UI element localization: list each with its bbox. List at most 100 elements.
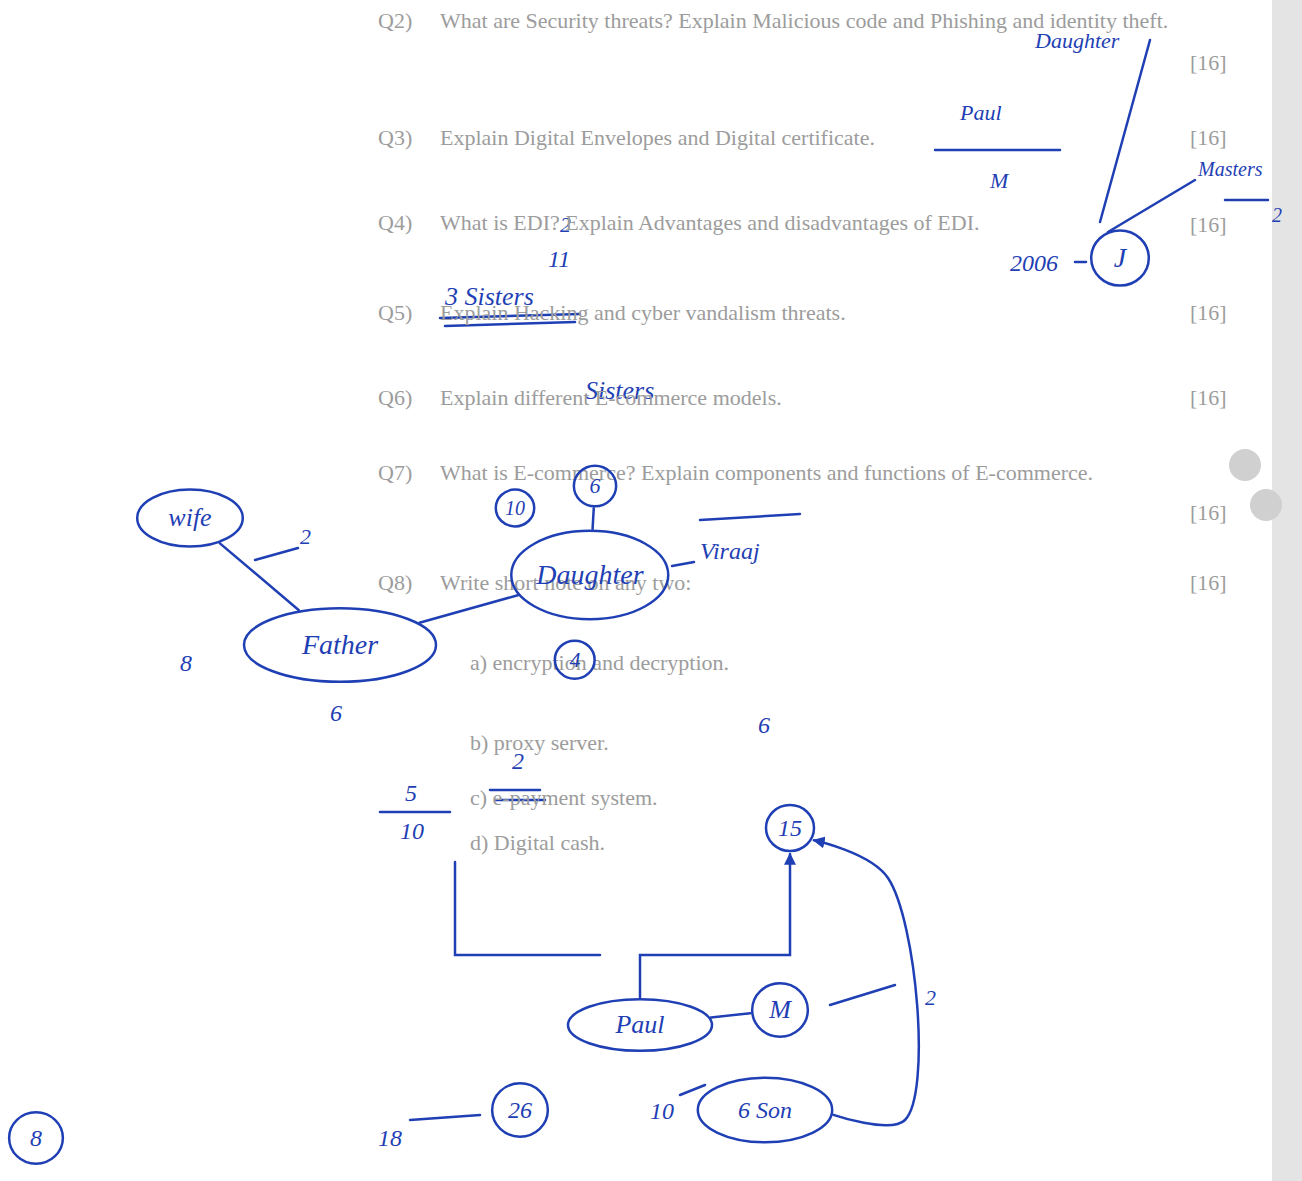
bracket [455, 862, 600, 955]
printed-question-text: Explain Digital Envelopes and Digital ce… [440, 125, 875, 150]
printed-question-text: What is E-commerce? Explain components a… [440, 460, 1180, 485]
leader-line [672, 562, 694, 566]
node-text: 8 [30, 1125, 42, 1151]
node-text: 6 [590, 474, 601, 498]
handwritten-note: 5 [405, 780, 417, 808]
printed-question-text: [16] [1190, 212, 1227, 237]
handwritten-note: Paul [960, 100, 1002, 125]
handwritten-note: M [990, 168, 1008, 193]
ink-outline [1091, 230, 1149, 285]
leader-line [410, 1115, 480, 1120]
ink-outline [244, 608, 436, 682]
printed-question-text: [16] [1190, 570, 1227, 595]
printed-question-text: Q2) [378, 8, 412, 33]
printed-question-text: [16] [1190, 300, 1227, 325]
circled-number: 6 [573, 464, 617, 508]
handwritten-note: 2 [925, 985, 936, 1010]
node-text: Paul [615, 1011, 664, 1040]
fraction-bar [380, 811, 450, 814]
ink-connector [814, 840, 919, 1125]
handwritten-note: 8 [180, 650, 192, 678]
paper-shadow [1272, 0, 1302, 1181]
handwritten-note: 6 [758, 712, 770, 740]
printed-question-text: [16] [1190, 500, 1227, 525]
circled-number: 10 [495, 488, 535, 528]
handwritten-note: 18 [378, 1125, 402, 1153]
ink-outline [752, 983, 808, 1036]
node-text: 26 [508, 1097, 532, 1123]
punch-hole [1229, 449, 1261, 481]
printed-question-text: Q5) [378, 300, 412, 325]
printed-question-text: b) proxy server. [470, 730, 609, 755]
circled-name: Daughter [508, 527, 672, 623]
circled-number: J [1090, 228, 1150, 288]
ink-outline [766, 805, 814, 851]
node-text: Father [302, 630, 378, 661]
printed-question-text: d) Digital cash. [470, 830, 605, 855]
printed-question-text: c) e-payment system. [470, 785, 658, 810]
node-text: J [1114, 243, 1126, 274]
ink-outline [568, 999, 712, 1051]
circled-name: 6 Son [695, 1075, 835, 1145]
ink-outline [698, 1078, 832, 1142]
ink-outline [555, 641, 595, 679]
printed-question-text: a) encryption and decryption. [470, 650, 729, 675]
ink-outline [9, 1112, 63, 1164]
circled-number: M [751, 981, 809, 1039]
handwritten-note: 2 [300, 524, 311, 549]
leader-line [1075, 261, 1086, 264]
leader-line [255, 548, 298, 560]
printed-question-text: Q6) [378, 385, 412, 410]
circled-number: 4 [554, 639, 595, 680]
underline [700, 514, 800, 520]
printed-question-text: What is EDI? Explain Advantages and disa… [440, 210, 979, 235]
ink-connector [593, 508, 594, 529]
printed-question-text: Q3) [378, 125, 412, 150]
ink-outline [492, 1083, 548, 1136]
node-text: 6 Son [738, 1097, 792, 1123]
circled-name: Father [240, 605, 440, 685]
handwritten-note: 2006 [1010, 250, 1058, 278]
ink-outline [496, 490, 534, 527]
circled-number: 8 [8, 1110, 64, 1166]
ink-outline [574, 466, 616, 506]
printed-question-text: Q8) [378, 570, 412, 595]
node-text: M [769, 996, 791, 1025]
node-text: wife [168, 504, 211, 533]
leader-line [830, 985, 895, 1005]
handwritten-note: 11 [548, 246, 570, 274]
circled-name: Paul [565, 997, 715, 1053]
handwritten-note: 6 [330, 700, 342, 728]
circled-number: 15 [765, 803, 815, 853]
ink-connector [640, 854, 790, 997]
ink-outline [512, 531, 669, 619]
printed-question-text: What are Security threats? Explain Malic… [440, 8, 1180, 33]
handwritten-note: Viraaj [700, 538, 760, 566]
node-text: 15 [778, 815, 802, 841]
ink-connector [419, 595, 517, 623]
leader-line [680, 1085, 705, 1095]
printed-question-text: Q4) [378, 210, 412, 235]
printed-question-text: [16] [1190, 125, 1227, 150]
leader-lines [255, 40, 1268, 1120]
circled-number: 26 [491, 1081, 549, 1139]
ink-connector [220, 543, 299, 610]
punch-hole [1250, 489, 1282, 521]
printed-question-text: [16] [1190, 50, 1227, 75]
printed-question-text: [16] [1190, 385, 1227, 410]
node-text: Daughter [536, 560, 643, 591]
handwritten-note: 10 [400, 818, 424, 846]
ink-connector [711, 1013, 750, 1017]
leader-line [1100, 40, 1150, 222]
handwritten-note: 10 [650, 1098, 674, 1126]
leader-line [935, 149, 1060, 152]
handwritten-note: 2 [1272, 204, 1282, 227]
circled-name: wife [135, 487, 245, 549]
printed-question-text: Explain different E-commerce models. [440, 385, 782, 410]
leader-line [1225, 199, 1268, 202]
handwritten-note: Masters [1198, 158, 1262, 181]
node-text: 10 [505, 497, 525, 519]
ink-outline [137, 489, 243, 546]
printed-question-text: Q7) [378, 460, 412, 485]
